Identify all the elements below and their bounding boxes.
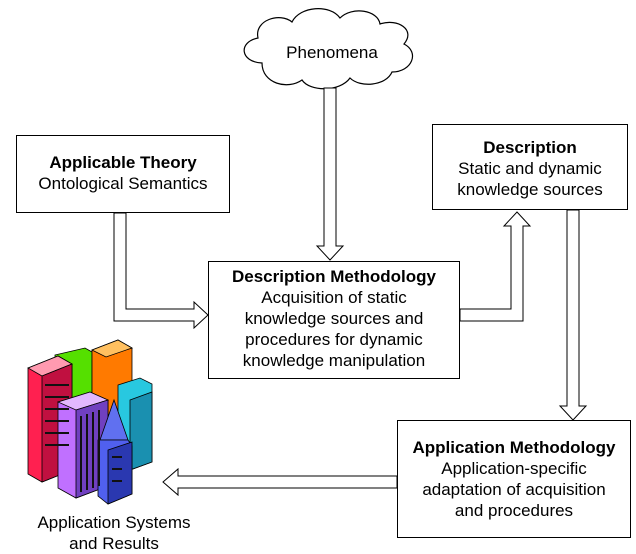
application-systems-line-1: Application Systems [37,513,191,532]
arrow-theory-to-methodology [113,212,209,330]
application-methodology-title: Application Methodology [412,438,616,457]
application-methodology-line-3: and procedures [454,501,574,520]
application-methodology-line-1: Application-specific [441,459,587,478]
description-methodology-box: Description Methodology Acquisition of s… [208,261,460,379]
arrow-phenomena-to-methodology [315,87,345,261]
applicable-theory-line: Ontological Semantics [38,174,208,193]
description-line-2: knowledge sources [457,180,603,199]
application-methodology-box: Application Methodology Application-spec… [397,420,631,538]
application-systems-caption: Application Systems and Results [14,512,214,554]
application-systems-line-2: and Results [69,534,159,553]
description-line-1: Static and dynamic [458,159,602,178]
description-methodology-line-1: Acquisition of static [261,288,407,307]
arrow-application-to-systems [162,467,398,497]
phenomena-cloud [243,8,414,90]
description-methodology-title: Description Methodology [232,267,436,286]
description-methodology-line-3: procedures for dynamic [245,330,423,349]
city-buildings-icon [27,339,153,505]
building-windows [45,384,122,492]
applicable-theory-box: Applicable Theory Ontological Semantics [16,135,230,213]
arrow-methodology-to-description [459,211,532,322]
application-methodology-line-2: adaptation of acquisition [422,480,606,499]
description-title: Description [483,138,577,157]
applicable-theory-title: Applicable Theory [49,153,197,172]
phenomena-label: Phenomena [286,43,378,62]
description-methodology-line-2: knowledge sources and [244,309,424,328]
description-methodology-line-4: knowledge manipulation [242,351,426,370]
arrow-description-to-application [558,209,588,421]
description-box: Description Static and dynamic knowledge… [432,124,628,210]
